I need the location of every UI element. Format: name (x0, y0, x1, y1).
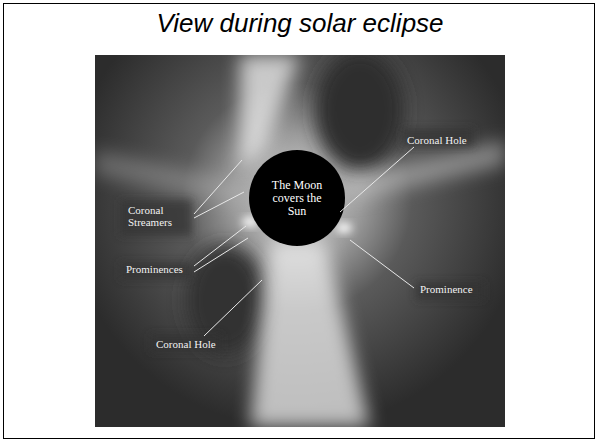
feature-label: Coronal Streamers (128, 204, 190, 228)
feature-label: Coronal Hole (407, 134, 487, 146)
feature-label: Prominences (126, 263, 206, 275)
moon-disk-label: The Moon covers the Sun (249, 150, 345, 246)
moon-disk (249, 150, 345, 246)
feature-label: Prominence (420, 283, 500, 295)
leader-lines (194, 147, 414, 336)
moon-text: The Moon covers the Sun (267, 179, 327, 218)
feature-label: Coronal Hole (156, 338, 236, 350)
slide-title: View during solar eclipse (0, 8, 600, 39)
